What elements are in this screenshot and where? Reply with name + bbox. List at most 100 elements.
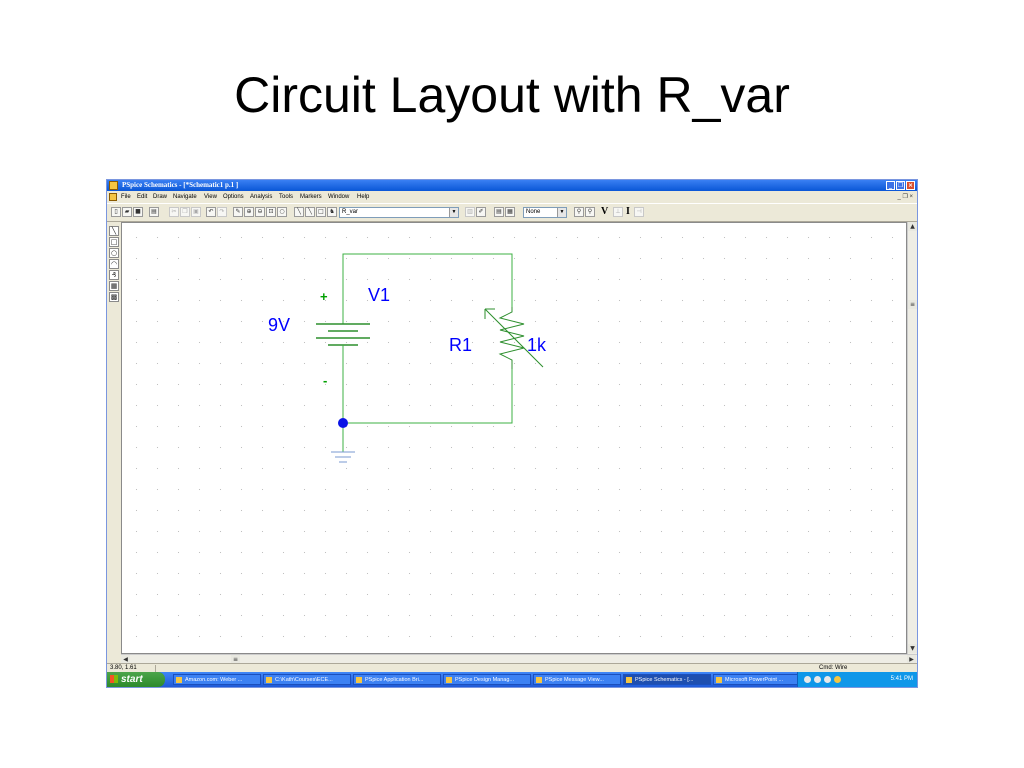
taskbar-item[interactable]: C:\Kath\Courses\ECE... (263, 674, 351, 685)
wire-icon[interactable]: ╲ (294, 207, 304, 217)
voltage-display-button[interactable]: V (601, 206, 609, 217)
mdi-controls[interactable]: _ ❐ × (897, 194, 913, 200)
simulate-icon[interactable]: ▦ (505, 207, 515, 217)
zoom-in-icon[interactable]: ⊕ (244, 207, 254, 217)
start-button[interactable]: start (107, 672, 165, 687)
horizontal-scrollbar[interactable]: ◀ ≡ ▶ (121, 654, 917, 664)
menu-analysis[interactable]: Analysis (250, 194, 273, 200)
source-value-label[interactable]: 9V (268, 315, 290, 335)
cursor-coordinates: 3.80, 1.61 (110, 665, 137, 671)
picture-tool-icon[interactable]: ▩ (109, 292, 119, 302)
zoom-area-icon[interactable]: ⊡ (266, 207, 276, 217)
undo-icon[interactable]: ↶ (206, 207, 216, 217)
battery-v1[interactable] (316, 307, 370, 348)
taskbar-item-label: PSpice Message View... (545, 677, 604, 683)
new-icon[interactable]: ▯ (111, 207, 121, 217)
print-icon[interactable]: ▤ (149, 207, 159, 217)
ground-symbol[interactable] (331, 451, 355, 463)
open-icon[interactable]: ▰ (122, 207, 132, 217)
redraw-icon[interactable]: ✎ (233, 207, 243, 217)
circle-tool-icon[interactable]: ○ (109, 248, 119, 258)
menu-options[interactable]: Options (223, 194, 244, 200)
circuit-drawing: + - V1 9V R1 1k (268, 253, 547, 463)
taskbar-item[interactable]: PSpice Message View... (533, 674, 621, 685)
zoom-combo[interactable]: None ▼ (523, 207, 567, 218)
menu-navigate[interactable]: Navigate (173, 194, 197, 200)
zoom-out-icon[interactable]: ⊖ (255, 207, 265, 217)
junction-node[interactable] (338, 418, 348, 428)
save-icon[interactable]: ■ (133, 207, 143, 217)
menu-file[interactable]: File (121, 194, 131, 200)
help-icon[interactable] (804, 676, 811, 683)
scroll-right-icon[interactable]: ▶ (907, 655, 916, 664)
start-label: start (121, 674, 143, 685)
chevron-down-icon[interactable]: ▼ (449, 208, 458, 217)
voltage-marker-icon[interactable]: ⊥ (613, 207, 623, 217)
app-icon[interactable] (109, 181, 118, 190)
menu-help[interactable]: Help (357, 194, 370, 200)
line-tool-icon[interactable]: ╲ (109, 226, 119, 236)
maximize-icon[interactable]: ❐ (896, 181, 905, 190)
marker-icon[interactable]: ⚲ (574, 207, 584, 217)
copy-icon[interactable]: ❐ (180, 207, 190, 217)
menu-markers[interactable]: Markers (300, 194, 322, 200)
security-icon[interactable] (834, 676, 841, 683)
network-icon[interactable] (814, 676, 821, 683)
taskbar-item[interactable]: Microsoft PowerPoint ... (713, 674, 801, 685)
taskbar-item[interactable]: PSpice Design Manag... (443, 674, 531, 685)
paste-icon[interactable]: ▣ (191, 207, 201, 217)
scroll-left-icon[interactable]: ◀ (121, 655, 130, 664)
current-display-button[interactable]: I (626, 206, 630, 217)
menu-edit[interactable]: Edit (137, 194, 148, 200)
scroll-thumb-horizontal[interactable]: ≡ (231, 655, 240, 664)
close-icon[interactable]: × (906, 181, 915, 190)
pspice-window: PSpice Schematics - [*Schematic1 p.1 ] _… (106, 179, 918, 688)
scroll-up-icon[interactable]: ▲ (908, 222, 917, 231)
arc-tool-icon[interactable]: ◠ (109, 259, 119, 269)
current-marker-icon[interactable]: ⊣ (634, 207, 644, 217)
zoom-combo-value: None (526, 209, 541, 215)
wire-top[interactable] (342, 253, 513, 307)
setup-analysis-icon[interactable]: ▤ (494, 207, 504, 217)
taskbar-item[interactable]: Amazon.com: Weber ... (173, 674, 261, 685)
scroll-down-icon[interactable]: ▼ (908, 644, 917, 653)
schematic-canvas[interactable]: + - V1 9V R1 1k (121, 222, 907, 654)
taskbar-item-label: PSpice Design Manag... (455, 677, 515, 683)
menu-view[interactable]: View (204, 194, 217, 200)
variable-resistor-r1[interactable] (484, 307, 544, 369)
menu-window[interactable]: Window (328, 194, 350, 200)
edit-attributes-icon[interactable]: ▥ (465, 207, 475, 217)
taskbar-item-label: PSpice Application Bri... (365, 677, 424, 683)
cut-icon[interactable]: ✂ (169, 207, 179, 217)
image-tool-icon[interactable]: ▦ (109, 281, 119, 291)
edit-symbol-icon[interactable]: ✐ (476, 207, 486, 217)
command-status: Cmd: Wire (819, 665, 848, 671)
document-icon[interactable] (109, 193, 117, 201)
wire-right[interactable] (343, 369, 513, 424)
zoom-fit-icon[interactable]: ○ (277, 207, 287, 217)
scroll-thumb[interactable]: ≡ (908, 300, 917, 309)
powerpoint-icon (716, 677, 722, 683)
text-tool-icon[interactable]: ₰ (109, 270, 119, 280)
part-combo[interactable]: R_var ▼ (339, 207, 459, 218)
system-tray: 5:41 PM (797, 672, 917, 687)
bus-icon[interactable]: ╲ (305, 207, 315, 217)
vertical-scrollbar[interactable]: ▲ ≡ ▼ (907, 222, 917, 654)
windows-taskbar: start Amazon.com: Weber ... C:\Kath\Cour… (107, 672, 917, 687)
menu-draw[interactable]: Draw (153, 194, 168, 200)
menu-tools[interactable]: Tools (279, 194, 294, 200)
block-icon[interactable]: □ (316, 207, 326, 217)
resistor-name-label[interactable]: R1 (449, 335, 472, 355)
chevron-down-icon[interactable]: ▼ (557, 208, 566, 217)
redo-icon[interactable]: ↷ (217, 207, 227, 217)
minimize-icon[interactable]: _ (886, 181, 895, 190)
source-name-label[interactable]: V1 (368, 285, 390, 305)
toolbar: ▯ ▰ ■ ▤ ✂ ❐ ▣ ↶ ↷ ✎ ⊕ ⊖ ⊡ ○ ╲ ╲ □ ♞ R_va… (107, 203, 917, 222)
marker-diff-icon[interactable]: ⚲ (585, 207, 595, 217)
part-icon[interactable]: ♞ (327, 207, 337, 217)
taskbar-item-active[interactable]: PSpice Schematics - [... (623, 674, 711, 685)
volume-icon[interactable] (824, 676, 831, 683)
box-tool-icon[interactable]: □ (109, 237, 119, 247)
taskbar-item[interactable]: PSpice Application Bri... (353, 674, 441, 685)
resistor-value-label[interactable]: 1k (527, 335, 547, 355)
